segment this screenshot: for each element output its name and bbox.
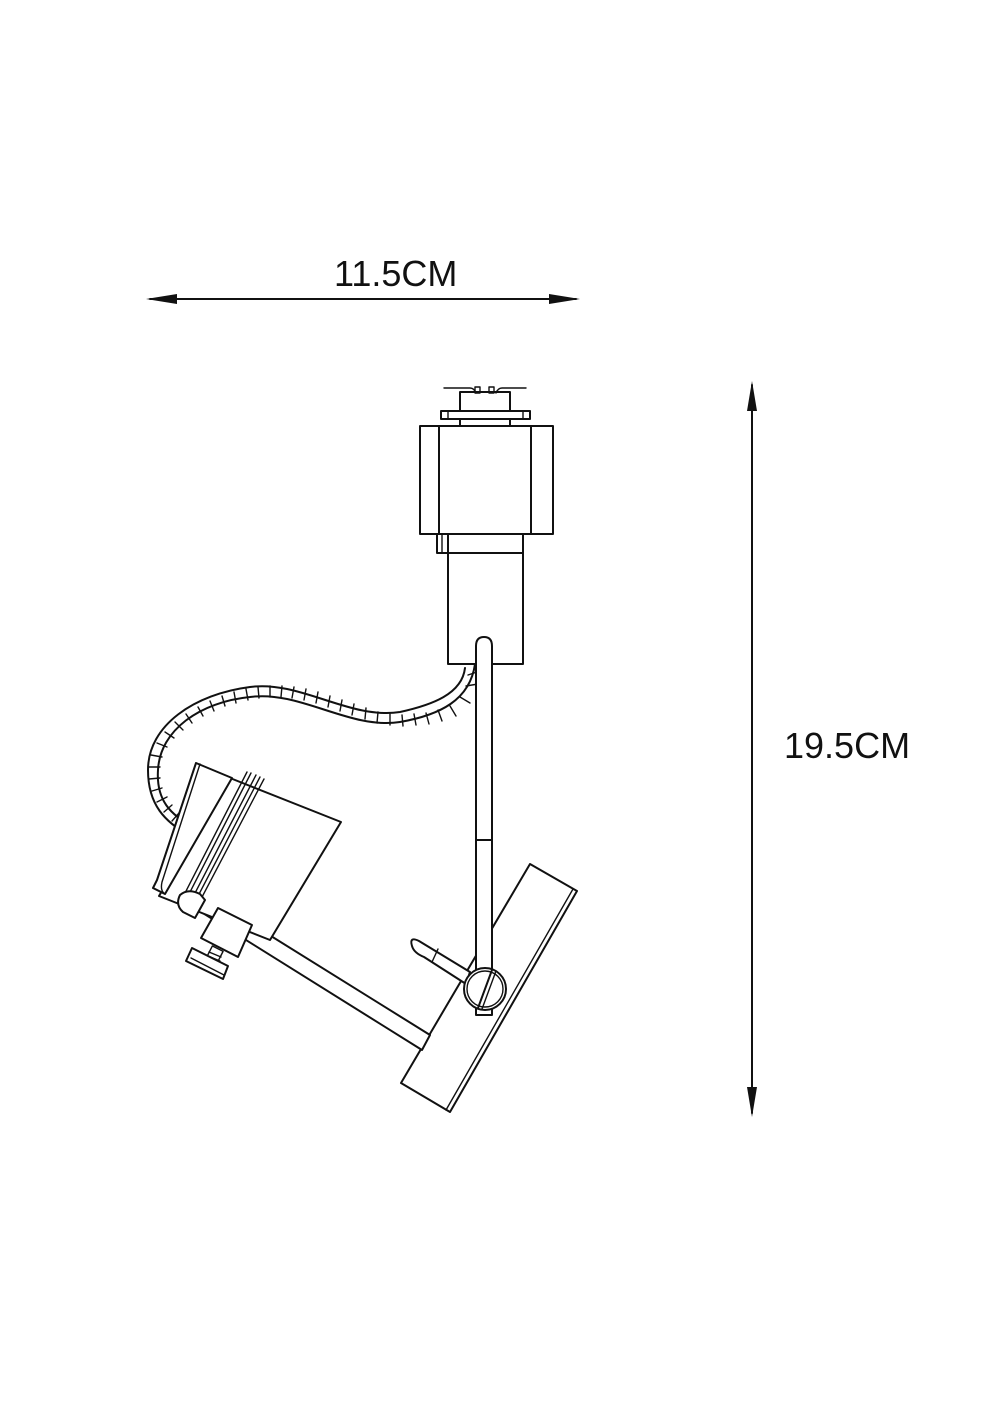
arm-clamp bbox=[200, 907, 253, 958]
arm-knuckle bbox=[177, 890, 206, 919]
short-pin bbox=[410, 938, 471, 985]
track-adapter bbox=[419, 386, 554, 535]
coiled-cable bbox=[147, 663, 481, 837]
pivot-joint bbox=[463, 967, 507, 1011]
height-dimension-label: 19.5CM bbox=[784, 725, 911, 766]
height-dimension-arrow bbox=[747, 381, 757, 1117]
spot-head bbox=[152, 762, 342, 941]
width-dimension-arrow bbox=[146, 294, 580, 304]
width-dimension-label: 11.5CM bbox=[334, 253, 458, 294]
adjustment-knob bbox=[185, 945, 229, 980]
